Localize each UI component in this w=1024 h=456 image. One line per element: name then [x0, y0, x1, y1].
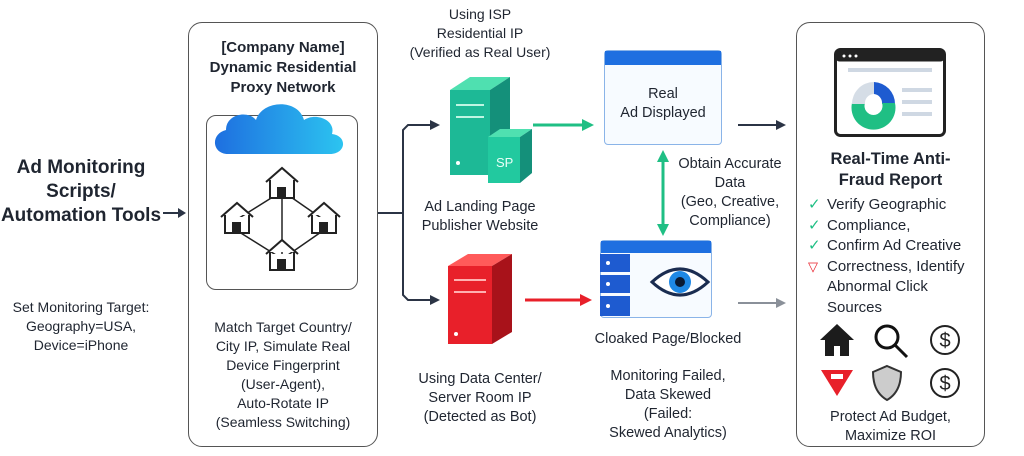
proxy-title: [Company Name] Dynamic Residential Proxy…	[209, 39, 357, 96]
server-stack-icon	[600, 254, 630, 316]
report-panel	[796, 22, 985, 447]
report-checklist: ✓Verify Geographic ✓Compliance, ✓Confirm…	[808, 195, 965, 318]
real-ad-window	[604, 50, 722, 145]
svg-text:$: $	[939, 373, 950, 395]
report-item: Abnormal Click	[827, 278, 928, 295]
warning-triangle-icon: ▽	[808, 258, 818, 274]
proxy-network-panel	[188, 22, 378, 447]
dollar-icon: $	[930, 325, 960, 355]
check-icon: ✓	[808, 216, 821, 234]
dollar-icon: $	[930, 368, 960, 398]
eye-icon	[649, 267, 711, 297]
real-ad-label: Real Ad Displayed	[620, 86, 706, 121]
publisher-site-label: Ad Landing Page Publisher Website	[421, 199, 539, 234]
search-icon	[874, 324, 909, 359]
house-network-icon	[220, 166, 341, 271]
accurate-data-label: Obtain Accurate Data (Geo, Creative, Com…	[678, 156, 782, 229]
monitoring-target: Set Monitoring Target: Geography=USA, De…	[12, 299, 150, 353]
red-server-icon	[448, 254, 512, 344]
report-item: ▽Correctness, Identify	[808, 257, 965, 278]
server-badge: SP	[496, 155, 513, 170]
home-icon	[820, 324, 854, 356]
green-server-icon: SP	[450, 77, 532, 183]
check-icon: ✓	[808, 237, 821, 254]
report-title: Real-Time Anti- Fraud Report	[830, 150, 951, 189]
report-dashboard-icon	[834, 48, 946, 137]
report-item: Sources	[827, 298, 883, 316]
report-item: ✓Verify Geographic	[808, 195, 965, 216]
cloaked-label: Cloaked Page/Blocked	[594, 331, 742, 347]
report-footer: Protect Ad Budget, Maximize ROI	[830, 409, 951, 444]
svg-text:$: $	[939, 330, 950, 352]
report-icons: $ $	[820, 324, 960, 402]
shield-icon	[871, 364, 903, 402]
report-item: ✓Compliance,	[808, 216, 965, 237]
source-title: Ad Monitoring Scripts/ Automation Tools	[0, 157, 162, 226]
warning-triangle-icon	[821, 370, 853, 396]
proxy-description: Match Target Country/ City IP, Simulate …	[214, 319, 352, 430]
check-icon: ✓	[808, 196, 821, 213]
isp-label: Using ISP Residential IP (Verified as Re…	[409, 6, 551, 60]
datacenter-label: Using Data Center/ Server Room IP (Detec…	[418, 371, 542, 425]
report-item: ✓Confirm Ad Creative	[808, 236, 965, 257]
window-titlebar	[605, 51, 721, 65]
cloud-icon	[214, 104, 344, 154]
failed-label: Monitoring Failed, Data Skewed (Failed: …	[609, 368, 727, 441]
